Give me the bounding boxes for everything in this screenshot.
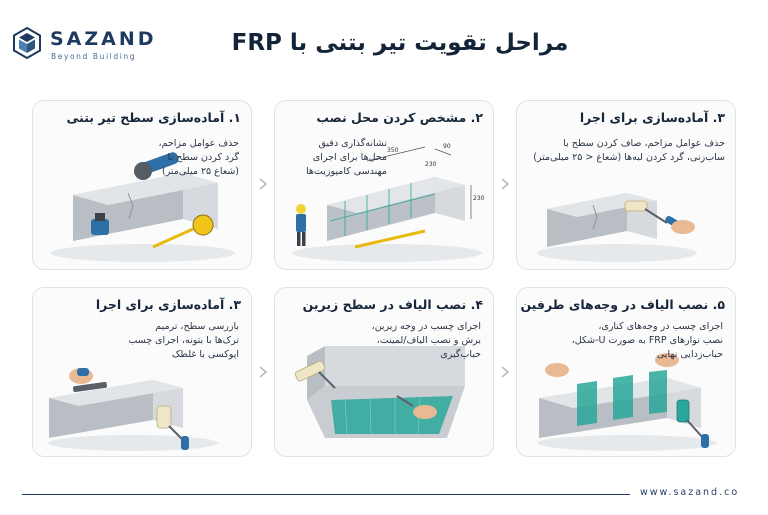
footer-divider <box>22 494 630 495</box>
step-6-title: ۵. نصب الیاف در وجه‌های طرفین <box>520 297 725 312</box>
step-1-line: (شعاع ۲۵ میلی‌متر) <box>161 166 239 177</box>
step-1-line: گرد کردن سطح با <box>167 152 239 163</box>
step-5-line: برش و نصب الیاف/لمینت، <box>376 335 481 346</box>
step-4-line: بازرسی سطح، ترمیم <box>155 321 239 332</box>
step-4-line: اپوکسی با غلطک <box>171 349 239 360</box>
step-1-line: حذف عوامل مزاحم، <box>158 138 239 149</box>
step-6-line: نصب نوارهای FRP به صورت U-شکل، <box>571 335 723 346</box>
brand-name: SAZAND <box>50 28 157 50</box>
step-card-5: ۴. نصب الیاف در سطح زیرین اجرای چسب در و… <box>274 287 494 457</box>
dimension-label: 230 <box>425 161 437 168</box>
step-1-description: حذف عوامل مزاحم، گرد کردن سطح با (شعاع ۲… <box>159 137 239 179</box>
step-card-6: ۵. نصب الیاف در وجه‌های طرفین اجرای چسب … <box>516 287 736 457</box>
step-3-description: حذف عوامل مزاحم، صاف کردن سطح با ساب‌زنی… <box>533 137 725 165</box>
step-3-line: ساب‌زنی، گرد کردن لبه‌ها (شعاع < ۲۵ میلی… <box>533 152 725 163</box>
step-5-illustration <box>294 346 465 438</box>
step-4-illustration <box>48 368 218 451</box>
chevron-right-icon <box>259 366 268 378</box>
chevron-right-icon <box>259 178 268 190</box>
step-card-1: ۱. آماده‌سازی سطح تیر بتنی حذف عوامل مزا… <box>32 100 252 270</box>
dimension-label: 90 <box>443 143 451 150</box>
step-4-line: ترک‌ها با بتونه، اجرای چسب <box>128 335 239 346</box>
step-2-description: نشانه‌گذاری دقیق محل‌ها برای اجرای مهندس… <box>306 137 387 179</box>
step-5-line: اجرای چسب در وجه زیرین، <box>371 321 481 332</box>
step-card-2: ۲. مشخص کردن محل نصب نشانه‌گذاری دقیق مح… <box>274 100 494 270</box>
step-6-description: اجرای چسب در وجه‌های کناری، نصب نوارهای … <box>572 320 723 362</box>
brand-logo: SAZAND Beyond Building <box>10 24 160 68</box>
brand-tagline: Beyond Building <box>51 52 137 61</box>
step-2-line: محل‌ها برای اجرای <box>312 152 387 163</box>
step-4-description: بازرسی سطح، ترمیم ترک‌ها با بتونه، اجرای… <box>128 320 239 362</box>
step-2-title: ۲. مشخص کردن محل نصب <box>316 110 483 125</box>
website-link[interactable]: www.sazand.co <box>640 487 740 498</box>
step-6-illustration <box>537 353 717 451</box>
chevron-right-icon <box>501 178 510 190</box>
chevron-right-icon <box>501 366 510 378</box>
dimension-label: 230 <box>473 195 485 202</box>
step-4-title: ۳. آماده‌سازی برای اجرا <box>95 297 241 312</box>
step-5-description: اجرای چسب در وجه زیرین، برش و نصب الیاف/… <box>372 320 481 362</box>
step-2-line: مهندسی کامپوزیت‌ها <box>306 166 387 177</box>
step-2-illustration <box>292 146 482 262</box>
sazand-logo-icon <box>13 26 41 60</box>
step-card-3: ۳. آماده‌سازی برای اجرا حذف عوامل مزاحم،… <box>516 100 736 270</box>
dimension-label: 350 <box>387 147 399 154</box>
step-5-line: حباب‌گیری <box>440 349 481 360</box>
step-3-title: ۳. آماده‌سازی برای اجرا <box>579 110 725 125</box>
step-5-title: ۴. نصب الیاف در سطح زیرین <box>302 297 483 312</box>
step-6-line: اجرای چسب در وجه‌های کناری، <box>598 321 723 332</box>
step-card-4: ۳. آماده‌سازی برای اجرا بازرسی سطح، ترمی… <box>32 287 252 457</box>
step-1-illustration <box>51 152 235 262</box>
step-3-line: حذف عوامل مزاحم، صاف کردن سطح با <box>563 138 725 149</box>
step-6-line: حباب‌زدایی نهایی <box>656 349 723 360</box>
step-1-title: ۱. آماده‌سازی سطح تیر بتنی <box>66 110 241 125</box>
step-2-line: نشانه‌گذاری دقیق <box>318 138 387 149</box>
page-title: مراحل تقویت تیر بتنی با FRP <box>231 30 569 56</box>
step-3-illustration <box>537 193 697 262</box>
